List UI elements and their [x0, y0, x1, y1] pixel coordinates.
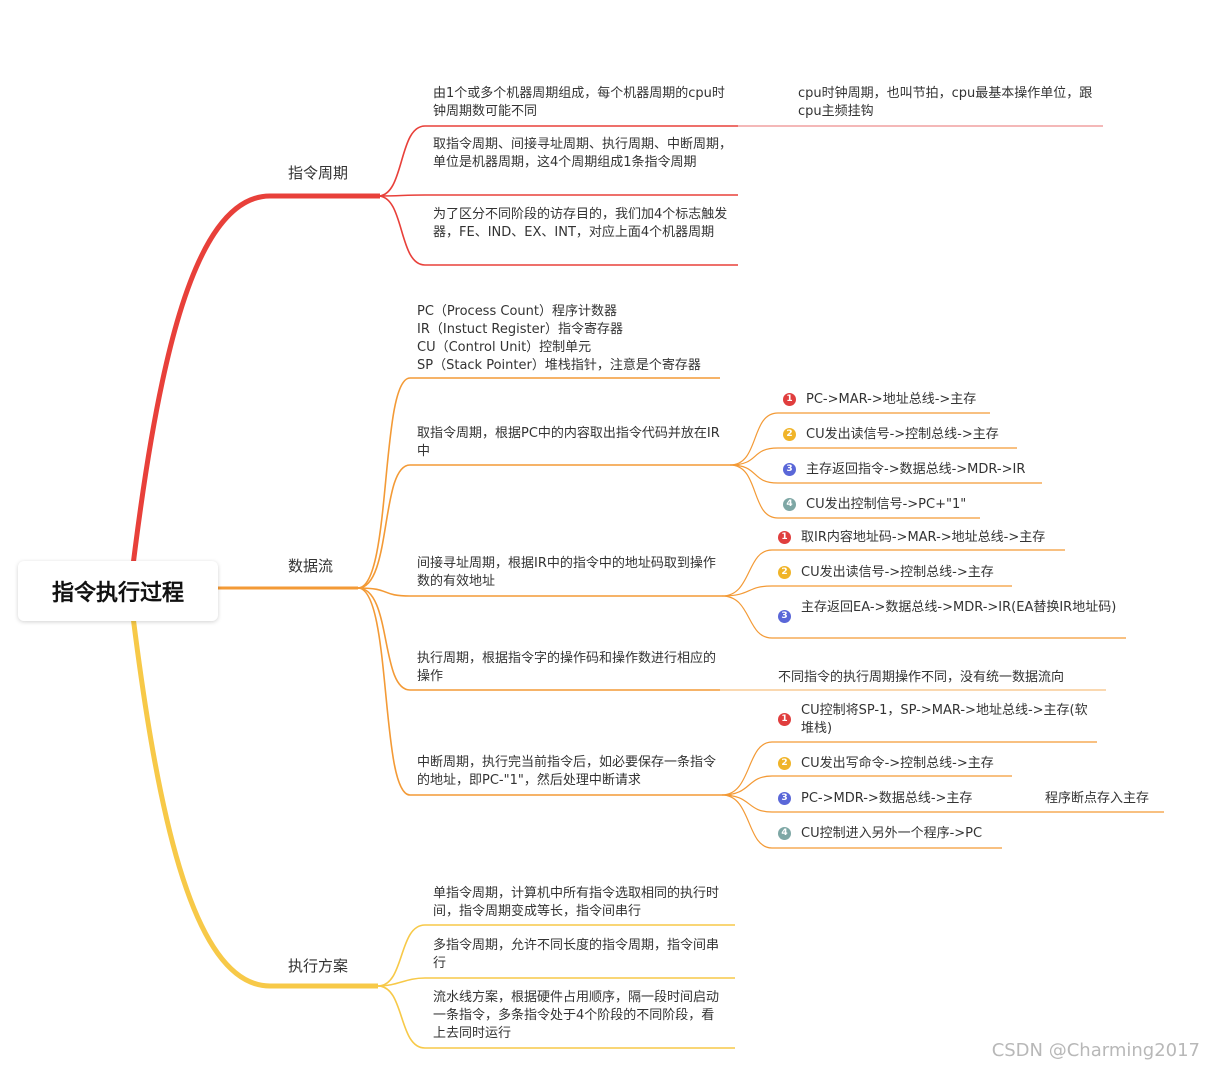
link-root-plan — [127, 591, 378, 989]
badge-4-icon: 4 — [783, 498, 796, 511]
root-node[interactable]: 指令执行过程 — [18, 561, 218, 621]
root-title: 指令执行过程 — [51, 581, 184, 606]
register-ir: IR（Instuct Register）指令寄存器 — [417, 322, 623, 337]
interrupt-note[interactable]: 程序断点存入主存 — [1045, 791, 1150, 806]
fetch-step-3[interactable]: 主存返回指令->数据总线->MDR->IR — [806, 462, 1026, 477]
badge-2-icon: 2 — [783, 428, 796, 441]
interrupt-cycle[interactable]: 中断周期，执行完当前指令后，如必要保存一条指令的地址，即PC-"1"，然后处理中… — [417, 755, 717, 788]
interrupt-step-4[interactable]: CU控制进入另外一个程序->PC — [801, 826, 983, 841]
cycle-item-3[interactable]: 为了区分不同阶段的访存目的，我们加4个标志触发器，FE、IND、EX、INT，对… — [433, 207, 728, 240]
cycle-item-2[interactable]: 取指令周期、间接寻址周期、执行周期、中断周期，单位是机器周期，这4个周期组成1条… — [433, 137, 733, 170]
badge-3-icon: 3 — [783, 463, 796, 476]
fetch-step-2[interactable]: CU发出读信号->控制总线->主存 — [806, 427, 999, 442]
badge-4-icon: 4 — [778, 827, 791, 840]
badge-3-icon: 3 — [778, 610, 791, 623]
plan-item-1[interactable]: 单指令周期，计算机中所有指令选取相同的执行时间，指令周期变成等长，指令间串行 — [433, 886, 720, 919]
watermark: CSDN @Charming2017 — [991, 1040, 1200, 1061]
indirect-step-3[interactable]: 主存返回EA->数据总线->MDR->IR(EA替换IR地址码) — [801, 600, 1117, 615]
badge-1-icon: 1 — [778, 531, 791, 544]
interrupt-step-3[interactable]: PC->MDR->数据总线->主存 — [801, 791, 973, 806]
indirect-cycle[interactable]: 间接寻址周期，根据IR中的指令中的地址码取到操作数的有效地址 — [417, 556, 716, 589]
fetch-step-4[interactable]: CU发出控制信号->PC+"1" — [806, 497, 967, 512]
branch-plan[interactable]: 执行方案 — [288, 957, 349, 975]
badge-3-icon: 3 — [778, 792, 791, 805]
interrupt-step-2[interactable]: CU发出写命令->控制总线->主存 — [801, 756, 994, 771]
fetch-step-1[interactable]: PC->MAR->地址总线->主存 — [806, 392, 977, 407]
cycle-item-1[interactable]: 由1个或多个机器周期组成，每个机器周期的cpu时钟周期数可能不同 — [433, 86, 725, 119]
branch-cycle[interactable]: 指令周期 — [288, 164, 349, 182]
indirect-step-1[interactable]: 取IR内容地址码->MAR->地址总线->主存 — [801, 530, 1046, 545]
fetch-cycle[interactable]: 取指令周期，根据PC中的内容取出指令代码并放在IR中 — [417, 426, 720, 459]
interrupt-step-1[interactable]: CU控制将SP-1，SP->MAR->地址总线->主存(软堆栈) — [801, 703, 1088, 736]
execute-cycle[interactable]: 执行周期，根据指令字的操作码和操作数进行相应的操作 — [417, 651, 717, 684]
register-sp: SP（Stack Pointer）堆栈指针，注意是个寄存器 — [417, 358, 701, 373]
link-root-cycle — [127, 193, 380, 591]
register-pc: PC（Process Count）程序计数器 — [417, 304, 617, 319]
plan-item-3[interactable]: 流水线方案，根据硬件占用顺序，隔一段时间启动一条指令，多条指令处于4个阶段的不同… — [433, 990, 720, 1041]
indirect-step-2[interactable]: CU发出读信号->控制总线->主存 — [801, 565, 994, 580]
branch-flow[interactable]: 数据流 — [288, 557, 334, 575]
badge-2-icon: 2 — [778, 566, 791, 579]
register-cu: CU（Control Unit）控制单元 — [417, 340, 592, 355]
cycle-note[interactable]: cpu时钟周期，也叫节拍，cpu最基本操作单位，跟cpu主频挂钩 — [798, 86, 1093, 119]
execute-note[interactable]: 不同指令的执行周期操作不同，没有统一数据流向 — [778, 670, 1065, 685]
badge-1-icon: 1 — [778, 713, 791, 726]
plan-item-2[interactable]: 多指令周期，允许不同长度的指令周期，指令间串行 — [433, 938, 720, 971]
badge-2-icon: 2 — [778, 757, 791, 770]
badge-1-icon: 1 — [783, 393, 796, 406]
